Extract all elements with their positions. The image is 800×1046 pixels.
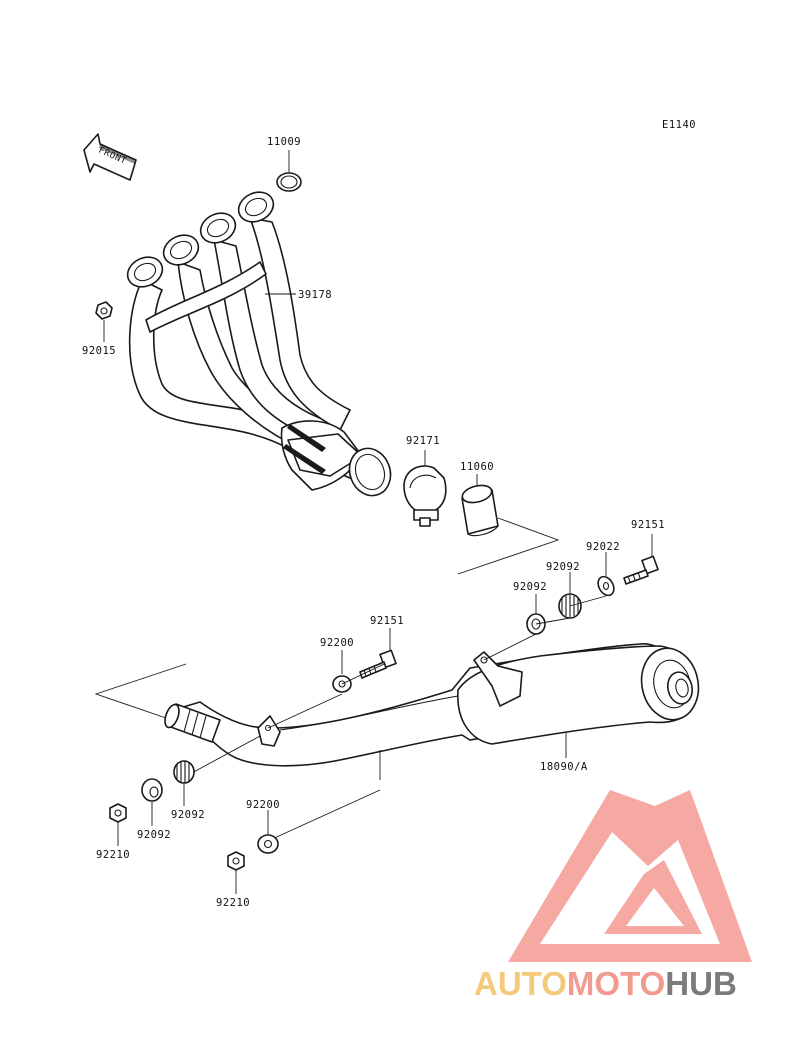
clamp-92171 [403,465,447,527]
label-92022: 92022 [586,541,620,553]
gasket-sleeve-11060 [461,484,499,537]
muffler-18090A [164,643,700,767]
bolt-92151-middle [359,649,397,679]
grommet-92092-lower-b [141,778,163,802]
header-flange-1 [126,256,164,288]
label-92171: 92171 [406,435,440,447]
label-92015: 92015 [82,345,116,357]
watermark-logo-icon [508,790,752,962]
header-flange-2 [162,234,200,266]
nut-92210-bottom [227,851,245,871]
nut-92015 [95,301,113,320]
watermark-auto: AUTO [474,965,567,1002]
label-92200-upper: 92200 [320,637,354,649]
header-flange-4 [237,191,275,223]
washer-92200-lower [257,834,279,854]
assembly-line-upper [457,517,560,575]
label-11009: 11009 [267,136,301,148]
grommet-92092-lower-a [173,760,195,784]
watermark-text: AUTOMOTOHUB [474,965,737,1002]
label-92092-lower-a: 92092 [171,809,205,821]
label-39178: 39178 [298,289,332,301]
label-92151-upper: 92151 [631,519,665,531]
svg-text:AUTOMOTOHUB: AUTOMOTOHUB [474,965,737,1002]
bolt-92151-upper [623,555,659,585]
label-92210-bottom: 92210 [216,897,250,909]
label-92092-lower-b: 92092 [137,829,171,841]
front-arrow-icon: FRONT [83,133,137,181]
nut-92210-left [109,803,127,823]
label-92151-middle: 92151 [370,615,404,627]
label-11060: 11060 [460,461,494,473]
assembly-line-lower-left [94,663,187,719]
label-92092-upper-a: 92092 [546,561,580,573]
figure-code: E1140 [662,119,696,131]
label-92210-left: 92210 [96,849,130,861]
label-92200-lower: 92200 [246,799,280,811]
watermark-hub: HUB [665,965,737,1002]
label-92092-upper-b: 92092 [513,581,547,593]
header-flange-3 [199,212,237,244]
header-pipes-39178 [126,191,392,497]
washer-92022 [597,575,615,597]
watermark-moto: MOTO [567,965,665,1002]
label-18090A: 18090/A [540,761,588,773]
gasket-11009 [276,172,302,192]
